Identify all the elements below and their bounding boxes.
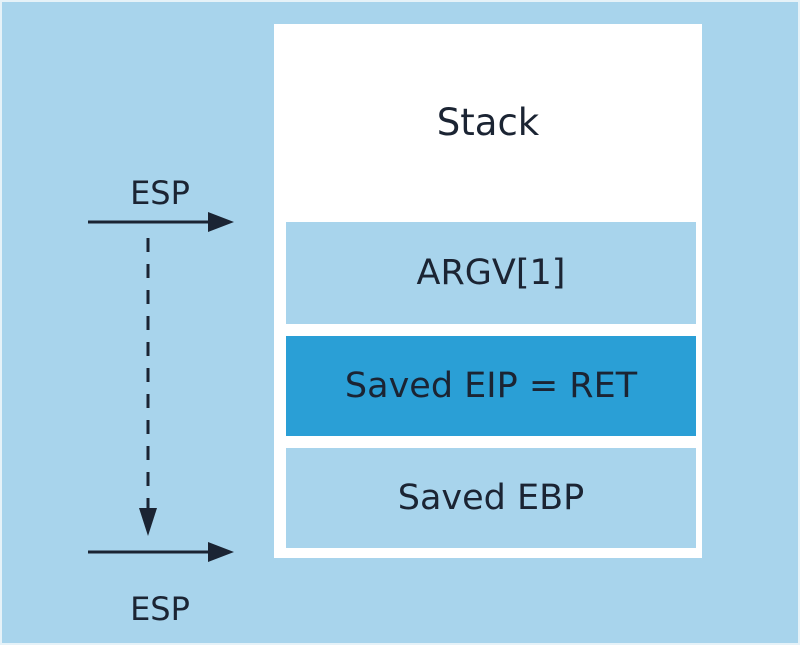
frame-saved-eip: Saved EIP = RET (286, 336, 696, 436)
esp-bottom-label: ESP (130, 590, 190, 628)
stack-region: Stack ARGV[1] Saved EIP = RET Saved EBP (274, 24, 702, 558)
esp-top-arrow (88, 212, 234, 232)
esp-bottom-arrow (88, 542, 234, 562)
frame-argv: ARGV[1] (286, 222, 696, 324)
esp-top-label: ESP (130, 174, 190, 212)
stack-title: Stack (436, 100, 540, 144)
frame-saved-ebp-label: Saved EBP (397, 478, 585, 518)
frame-saved-ebp: Saved EBP (286, 448, 696, 548)
frame-argv-label: ARGV[1] (416, 253, 566, 293)
esp-move-dashed-arrow (139, 238, 157, 536)
frame-saved-eip-label: Saved EIP = RET (344, 366, 638, 406)
